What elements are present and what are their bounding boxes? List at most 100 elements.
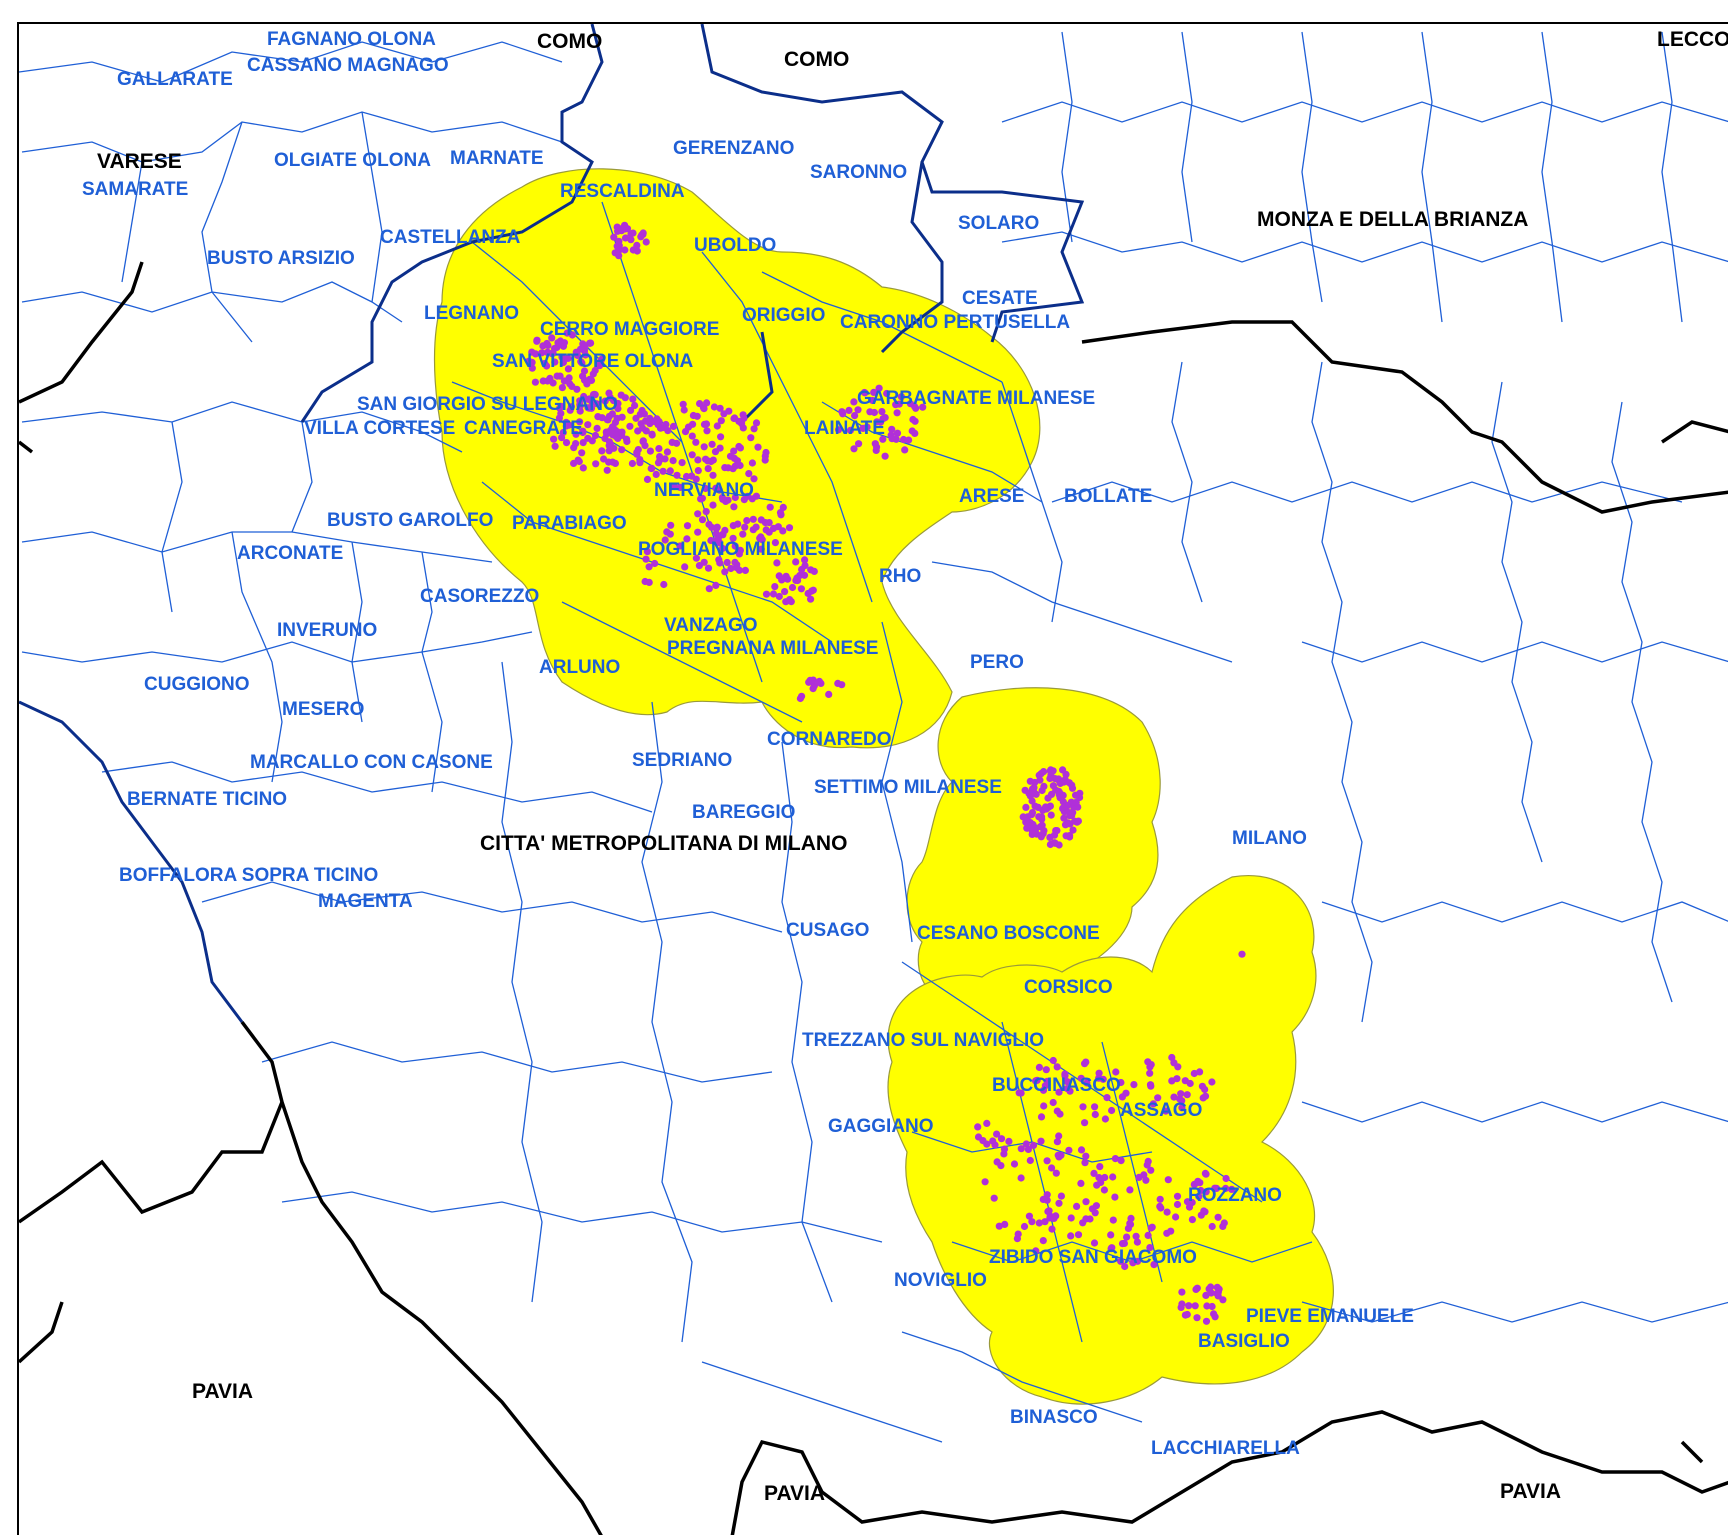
sampling-point xyxy=(648,464,656,472)
sampling-point xyxy=(1077,1179,1085,1187)
municipality-label: ZIBIDO SAN GIACOMO xyxy=(989,1247,1197,1268)
sampling-point xyxy=(664,427,672,435)
sampling-point xyxy=(1043,1196,1051,1204)
sampling-point xyxy=(845,406,853,414)
sampling-point xyxy=(574,351,582,359)
municipality-label: CORNAREDO xyxy=(767,729,892,750)
sampling-point xyxy=(1144,1231,1152,1239)
municipality-label: CESANO BOSCONE xyxy=(917,923,1100,944)
municipality-label: BUSTO ARSIZIO xyxy=(207,248,355,269)
municipality-label: RESCALDINA xyxy=(560,181,685,202)
sampling-point xyxy=(748,459,757,467)
sampling-point xyxy=(1183,1310,1191,1319)
sampling-point xyxy=(757,533,765,542)
sampling-point xyxy=(1022,1140,1030,1148)
sampling-point xyxy=(591,431,600,440)
province-label: COMO xyxy=(537,30,602,53)
sampling-point xyxy=(1064,819,1072,827)
sampling-point xyxy=(769,524,778,533)
sampling-point xyxy=(888,435,896,443)
sampling-point xyxy=(724,464,732,472)
buffer-zone-middle xyxy=(906,687,1161,1003)
municipality-label: GALLARATE xyxy=(117,69,233,90)
municipality-label: NERVIANO xyxy=(654,480,754,501)
sampling-point xyxy=(618,446,626,454)
sampling-point xyxy=(681,563,689,571)
sampling-point xyxy=(1043,1077,1051,1085)
municipality-label: SOLARO xyxy=(958,213,1039,234)
sampling-point xyxy=(700,443,708,451)
sampling-point xyxy=(683,522,692,530)
sampling-point xyxy=(648,431,656,439)
municipality-label: BAREGGIO xyxy=(692,802,795,823)
sampling-point xyxy=(1029,820,1037,829)
sampling-point xyxy=(557,409,565,417)
sampling-point xyxy=(838,408,846,416)
sampling-point xyxy=(1188,1198,1196,1207)
sampling-point xyxy=(1046,833,1054,842)
sampling-point xyxy=(771,583,779,591)
sampling-point xyxy=(551,358,559,366)
sampling-point xyxy=(1040,782,1048,791)
sampling-point xyxy=(1061,1072,1069,1080)
sampling-point xyxy=(735,566,744,574)
sampling-point xyxy=(645,563,653,571)
sampling-point xyxy=(1172,1213,1180,1221)
sampling-point xyxy=(739,530,747,538)
sampling-point xyxy=(809,685,817,693)
sampling-point xyxy=(729,534,737,542)
sampling-point xyxy=(1049,767,1057,775)
map-canvas[interactable]: COMO COMO LECCO VARESE MONZA E DELLA BRI… xyxy=(19,24,1728,1535)
sampling-point xyxy=(1035,1219,1043,1227)
sampling-point xyxy=(590,390,599,398)
sampling-point xyxy=(558,434,566,442)
sampling-point xyxy=(855,440,863,448)
sampling-point xyxy=(990,1194,998,1202)
sampling-point xyxy=(1059,791,1067,800)
sampling-point xyxy=(919,403,927,411)
municipality-label: TREZZANO SUL NAVIGLIO xyxy=(802,1030,1044,1051)
sampling-point xyxy=(718,494,727,502)
sampling-point xyxy=(879,435,887,443)
sampling-point xyxy=(895,400,903,408)
province-label: CITTA' METROPOLITANA DI MILANO xyxy=(480,832,847,855)
province-label: PAVIA xyxy=(192,1380,253,1403)
sampling-point xyxy=(538,349,546,357)
sampling-point xyxy=(1063,1078,1071,1086)
sampling-point xyxy=(1026,792,1034,800)
sampling-point xyxy=(1039,1237,1047,1245)
sampling-point xyxy=(1057,1192,1065,1200)
sampling-point xyxy=(995,1222,1003,1230)
sampling-point xyxy=(740,496,748,504)
sampling-point xyxy=(1228,1185,1236,1193)
sampling-point xyxy=(1109,1216,1117,1224)
sampling-point xyxy=(702,508,710,516)
sampling-point xyxy=(709,501,717,509)
sampling-point xyxy=(1059,804,1067,812)
sampling-point xyxy=(1039,1086,1048,1094)
sampling-point xyxy=(1112,1068,1120,1076)
sampling-point xyxy=(739,424,747,432)
municipality-label: PARABIAGO xyxy=(512,513,627,534)
sampling-point xyxy=(1107,1231,1115,1239)
sampling-point xyxy=(1029,1141,1038,1149)
sampling-point xyxy=(834,426,843,434)
sampling-point xyxy=(601,434,609,443)
municipality-label: PREGNANA MILANESE xyxy=(667,638,878,659)
sampling-point xyxy=(721,568,729,576)
sampling-point xyxy=(579,464,587,472)
sampling-point xyxy=(1053,1063,1061,1071)
sampling-point xyxy=(1091,1103,1099,1111)
sampling-point xyxy=(617,391,625,399)
sampling-point xyxy=(1040,827,1048,835)
sampling-point xyxy=(697,495,705,503)
province-label: MONZA E DELLA BRIANZA xyxy=(1257,208,1528,231)
sampling-point xyxy=(713,523,721,531)
sampling-point xyxy=(1122,1089,1130,1097)
sampling-point xyxy=(564,354,572,362)
sampling-point xyxy=(1032,1077,1040,1085)
municipality-label: CASTELLANZA xyxy=(380,227,521,248)
sampling-point xyxy=(769,590,778,598)
sampling-point xyxy=(1010,1160,1019,1168)
sampling-point xyxy=(1219,1222,1227,1230)
